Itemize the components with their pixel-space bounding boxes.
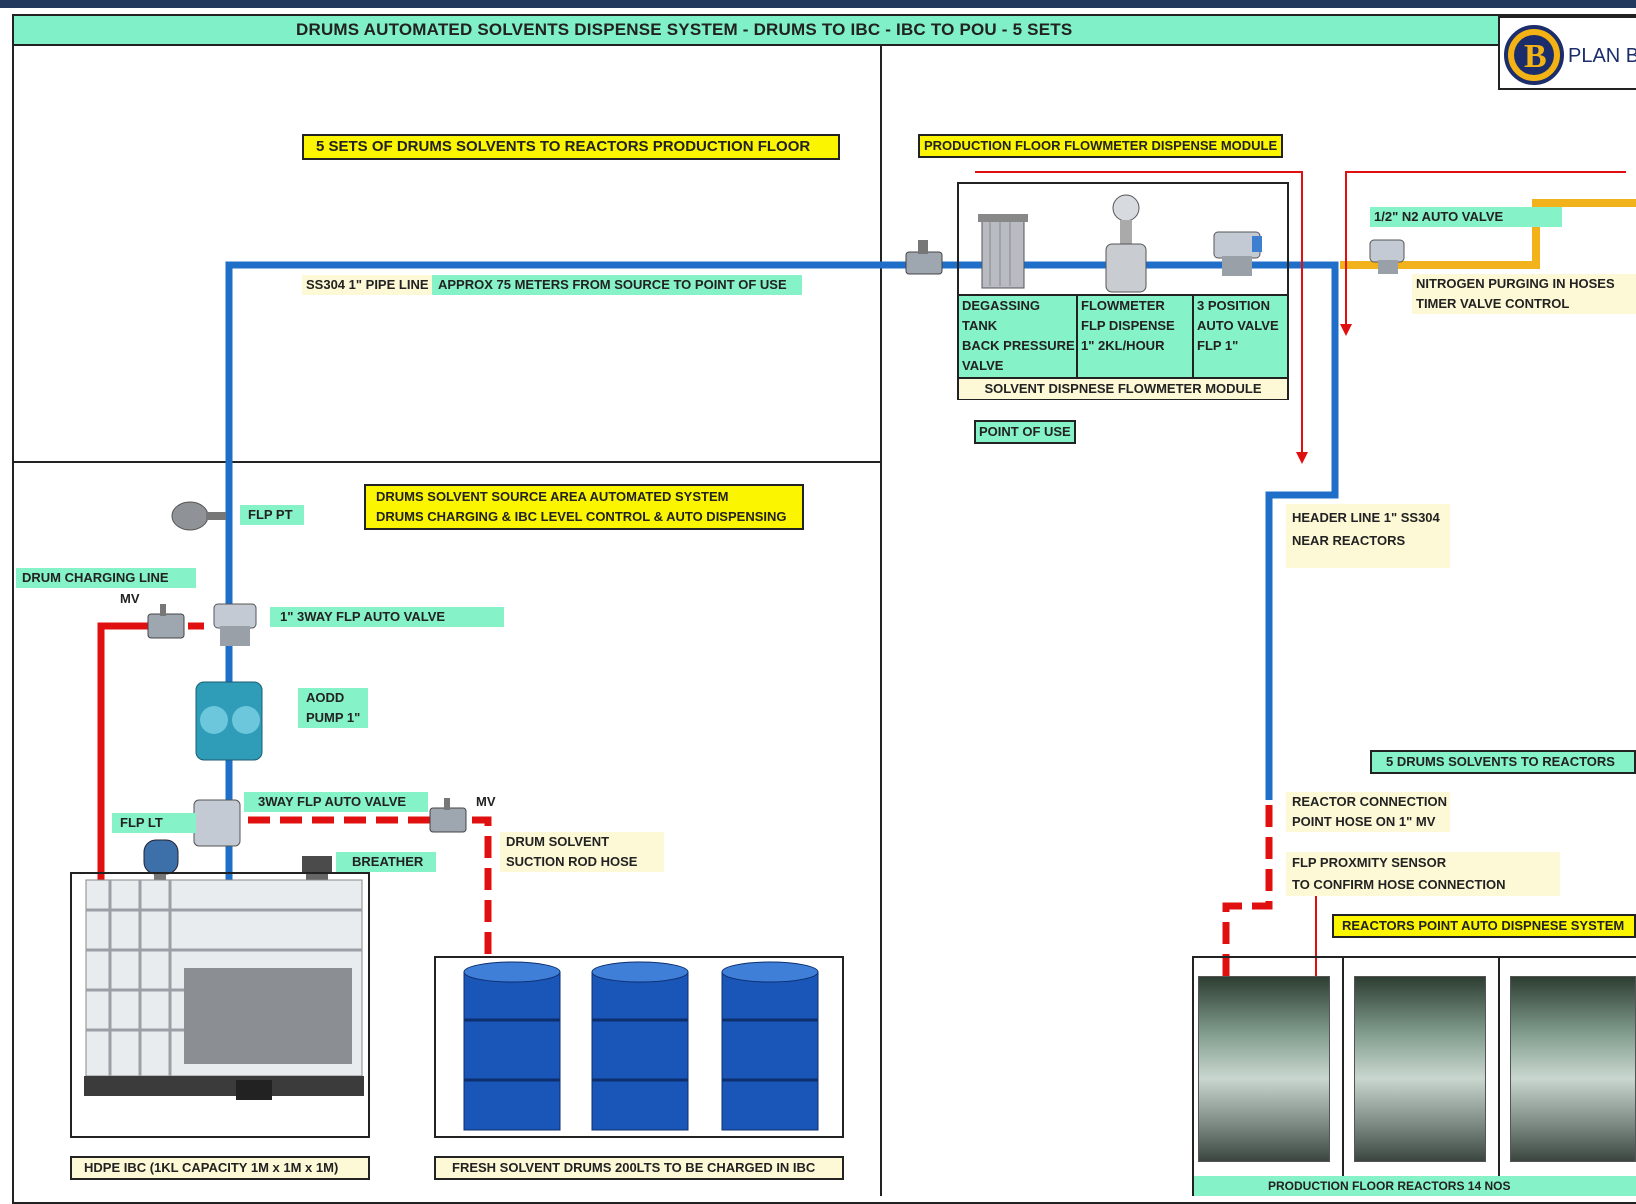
logo-text: PLAN B	[1568, 45, 1636, 67]
inlet-ball-valve-icon	[905, 240, 943, 275]
drum-charging-label: DRUM CHARGING LINE	[16, 568, 196, 588]
flowmeter-icon	[1105, 194, 1147, 293]
left-panel-divider	[14, 461, 880, 463]
source-area-label: DRUMS SOLVENT SOURCE AREA AUTOMATED SYST…	[364, 484, 804, 530]
drums-caption: FRESH SOLVENT DRUMS 200LTS TO BE CHARGED…	[434, 1156, 844, 1180]
main-blue-pipe	[225, 261, 1339, 1080]
suction-red-dashed	[248, 816, 492, 1130]
center-divider	[880, 44, 882, 1196]
title-text: DRUMS AUTOMATED SOLVENTS DISPENSE SYSTEM…	[296, 20, 1073, 39]
reactor-photo-3	[1510, 976, 1636, 1162]
reactor-photo-2	[1354, 976, 1486, 1162]
n2-auto-valve-icon	[1369, 239, 1405, 274]
module-title-label: PRODUCTION FLOOR FLOWMETER DISPENSE MODU…	[918, 134, 1284, 158]
mv-top-label: MV	[120, 591, 140, 606]
n2-valve-label: 1/2" N2 AUTO VALVE	[1370, 207, 1562, 227]
logo-graphic: B PLAN B	[1504, 25, 1636, 85]
pipe-line-label: SS304 1" PIPE LINE	[302, 275, 433, 295]
ibc-caption: HDPE IBC (1KL CAPACITY 1M x 1M x 1M)	[70, 1156, 370, 1180]
manual-valve-mid-icon	[429, 798, 467, 833]
manual-valve-icon	[147, 604, 185, 639]
three-way-valve-2-label: 3WAY FLP AUTO VALVE	[244, 792, 428, 812]
drums-container-box	[434, 956, 844, 1138]
aodd-pump-icon	[195, 681, 263, 761]
reactors-point-label: REACTORS POINT AUTO DISPNESE SYSTEM	[1332, 914, 1636, 938]
ibc-container-box	[70, 872, 370, 1138]
top-bar	[0, 0, 1636, 8]
drum-charging-red-line	[97, 622, 160, 912]
logo-letter: B	[1524, 38, 1547, 75]
module-caption: SOLVENT DISPNESE FLOWMETER MODULE	[959, 379, 1287, 399]
red-arrow-line-1	[975, 171, 1303, 458]
mv-mid-label: MV	[476, 794, 496, 809]
plan-b-logo: B PLAN B	[1498, 16, 1636, 90]
flp-pt-label: FLP PT	[240, 505, 304, 525]
drum-2-icon	[591, 961, 689, 1131]
reactor-photo-1	[1198, 976, 1330, 1162]
five-drums-label: 5 DRUMS SOLVENTS TO REACTORS	[1370, 750, 1636, 774]
degassing-tank-icon	[978, 214, 1028, 289]
five-sets-label: 5 SETS OF DRUMS SOLVENTS TO REACTORS PRO…	[302, 134, 840, 160]
flp-lt-icon	[143, 839, 179, 900]
three-way-valve-2-icon	[193, 799, 241, 847]
three-way-valve-1-icon	[213, 603, 257, 646]
red-arrow-line-2	[1345, 171, 1626, 330]
n2-orange-line	[1340, 199, 1636, 269]
three-way-valve-1-label: 1" 3WAY FLP AUTO VALVE	[270, 607, 504, 627]
breather-label: BREATHER	[336, 852, 436, 872]
flp-pt-icon	[171, 501, 226, 531]
flowmeter-module-box	[957, 182, 1289, 400]
approx-distance-label: APPROX 75 METERS FROM SOURCE TO POINT OF…	[432, 275, 802, 295]
three-position-valve-icon	[1213, 231, 1262, 276]
flp-lt-label: FLP LT	[112, 813, 196, 833]
drum-3-icon	[721, 961, 819, 1131]
diagram-title: DRUMS AUTOMATED SOLVENTS DISPENSE SYSTEM…	[14, 16, 1498, 46]
ibc-tank-icon	[84, 879, 364, 1100]
point-of-use-label: POINT OF USE	[974, 420, 1076, 444]
drum-1-icon	[463, 961, 561, 1131]
reactors-caption: PRODUCTION FLOOR REACTORS 14 NOS	[1194, 1176, 1636, 1196]
